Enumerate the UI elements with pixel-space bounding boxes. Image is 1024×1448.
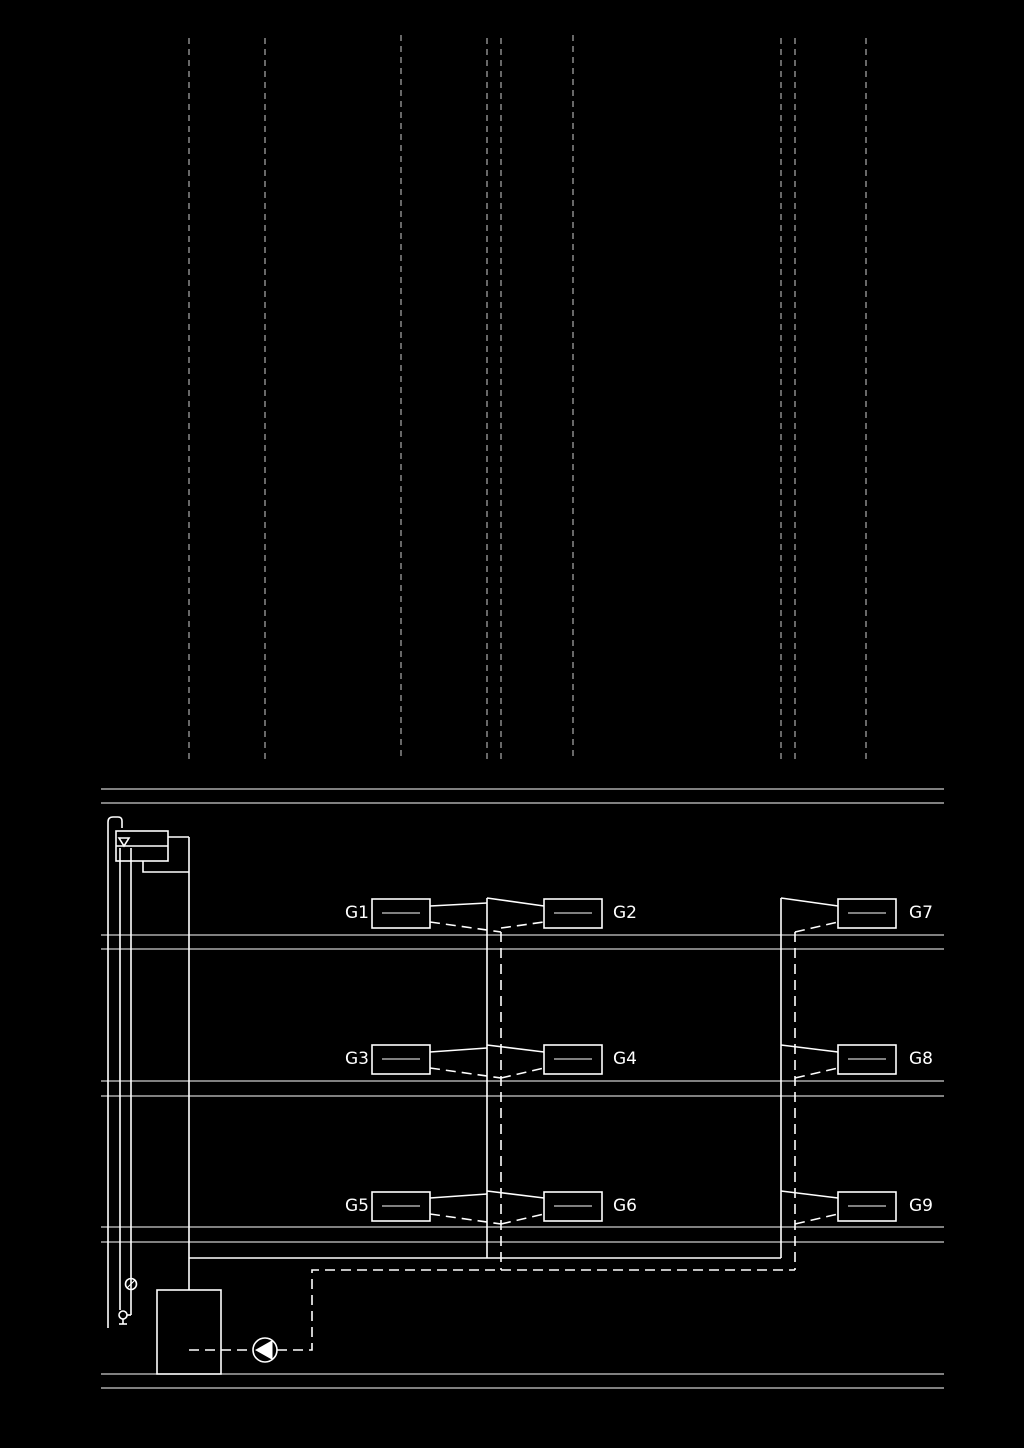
branch-return — [429, 921, 502, 933]
radiator-g6 — [543, 1191, 603, 1222]
radiator-label-g4: G4 — [613, 1049, 637, 1069]
radiator-label-g3: G3 — [345, 1049, 369, 1069]
circulation-pump-icon — [252, 1337, 278, 1363]
branch-supply — [780, 897, 839, 907]
radiator-g3 — [371, 1044, 431, 1075]
radiator-label-g7: G7 — [909, 903, 933, 923]
radiator-label-g6: G6 — [613, 1196, 637, 1216]
radiator-label-g1: G1 — [345, 903, 369, 923]
branch-return — [500, 921, 545, 929]
branch-return — [429, 1213, 502, 1225]
radiator-g1 — [371, 898, 431, 929]
branch-return — [500, 1213, 545, 1225]
left-riser-lines — [107, 816, 132, 1328]
pressure-gauge-icon — [124, 1277, 138, 1291]
branch-supply — [780, 1044, 839, 1053]
branch-return — [794, 1067, 839, 1079]
valve-icon — [118, 1290, 132, 1325]
radiator-g9 — [837, 1191, 897, 1222]
radiator-label-g9: G9 — [909, 1196, 933, 1216]
radiator-g8 — [837, 1044, 897, 1075]
branch-supply — [486, 1190, 545, 1199]
branch-return — [500, 1067, 545, 1079]
boiler-icon — [156, 1289, 222, 1375]
branch-supply — [429, 1047, 488, 1053]
branch-supply — [486, 897, 545, 907]
radiator-label-g2: G2 — [613, 903, 637, 923]
floor-slabs — [101, 788, 944, 1389]
branch-supply — [429, 902, 488, 907]
pipe — [107, 816, 123, 828]
branch-return — [794, 1213, 839, 1225]
branch-return — [794, 921, 839, 933]
branch-return — [429, 1067, 502, 1079]
branch-supply — [780, 1190, 839, 1199]
radiator-g2 — [543, 898, 603, 929]
radiator-label-g5: G5 — [345, 1196, 369, 1216]
guide-lines — [188, 35, 867, 762]
expansion-tank-icon — [115, 830, 189, 873]
branch-supply — [486, 1044, 545, 1053]
radiator-g4 — [543, 1044, 603, 1075]
radiator-g5 — [371, 1191, 431, 1222]
branch-supply — [429, 1193, 488, 1199]
radiator-label-g8: G8 — [909, 1049, 933, 1069]
radiator-g7 — [837, 898, 897, 929]
return-main — [277, 1269, 795, 1351]
